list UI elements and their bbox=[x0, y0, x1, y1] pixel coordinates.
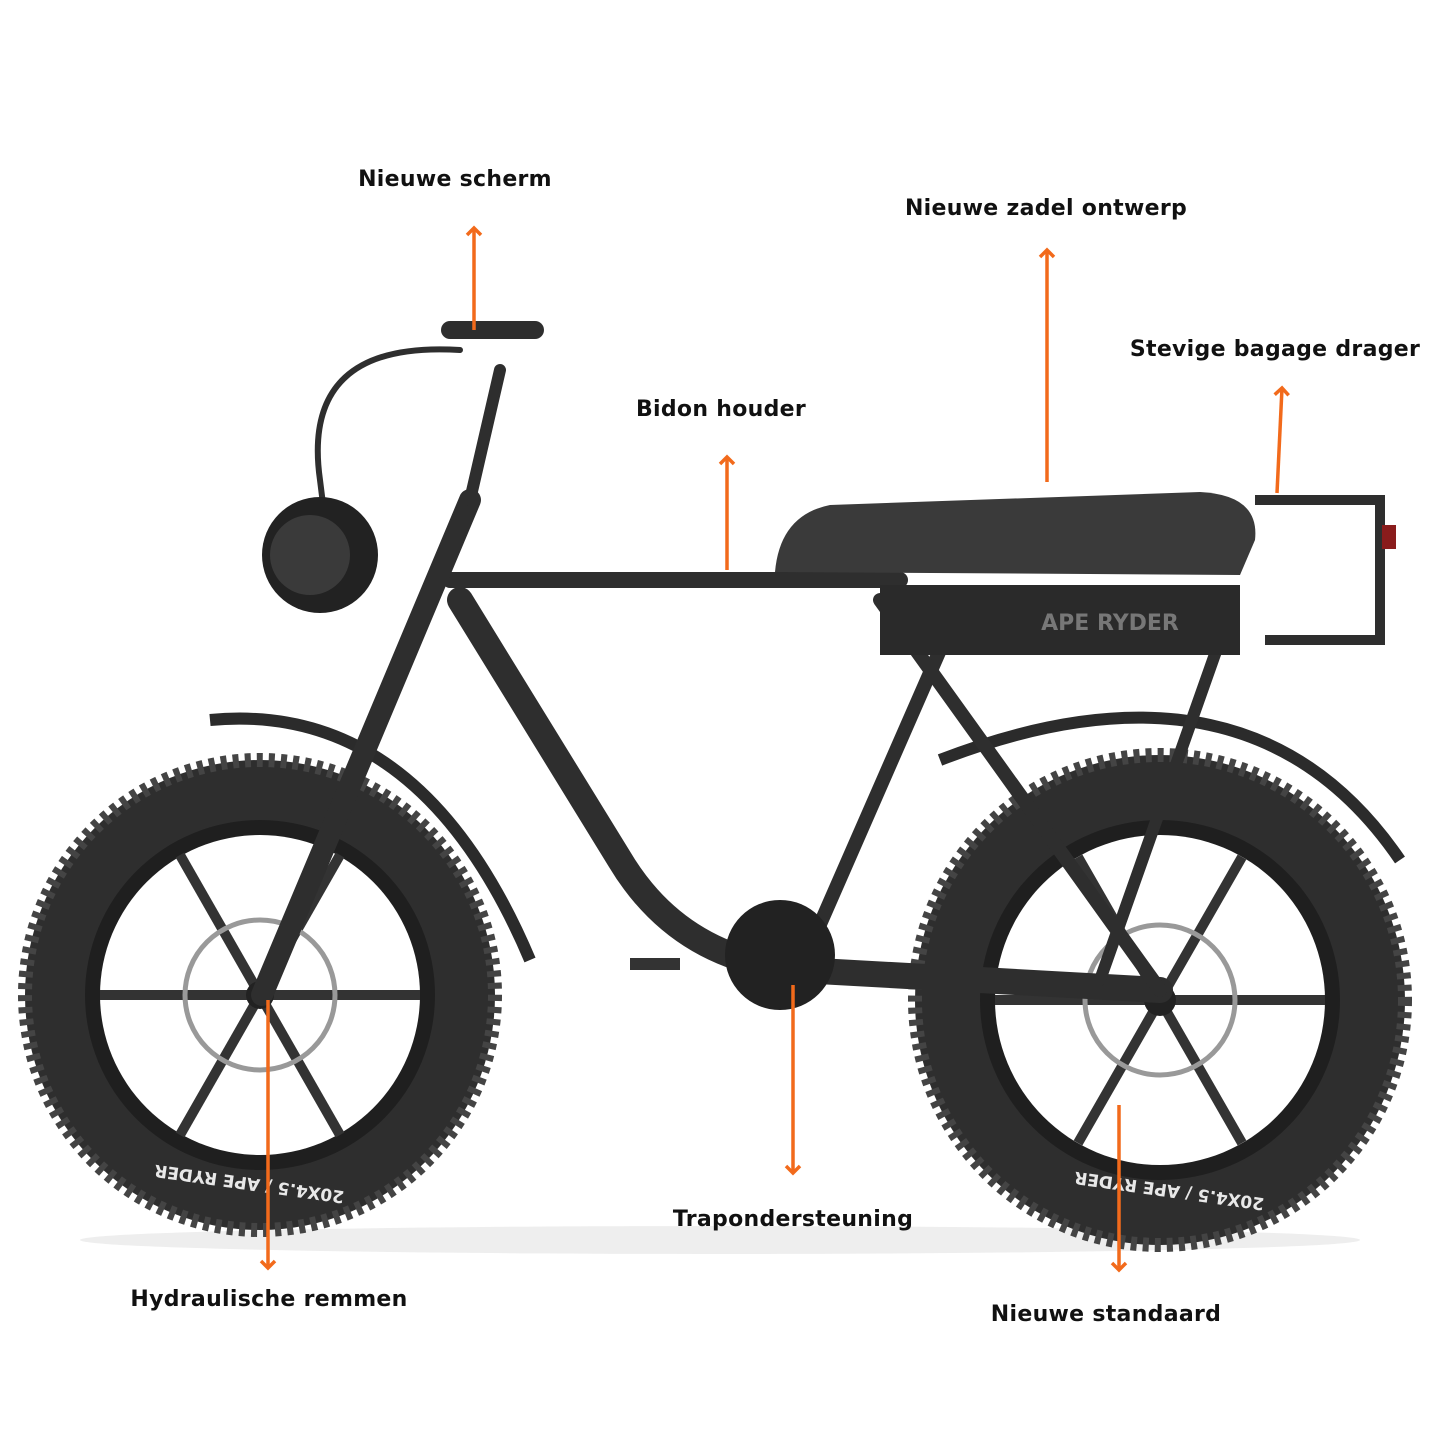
label-saddle: Nieuwe zadel ontwerp bbox=[904, 196, 1188, 221]
seat bbox=[775, 492, 1256, 575]
brand-logo: APE RYDER bbox=[1041, 611, 1179, 636]
chainring bbox=[725, 900, 835, 1010]
tail-light bbox=[1382, 525, 1396, 549]
label-kickstand: Nieuwe standaard bbox=[990, 1302, 1222, 1327]
frame bbox=[251, 321, 1226, 1006]
headlight-lens bbox=[270, 515, 350, 595]
label-bottle: Bidon houder bbox=[635, 397, 807, 422]
luggage-rack bbox=[1255, 495, 1385, 645]
label-rack: Stevige bagage drager bbox=[1129, 337, 1421, 362]
front-fender bbox=[209, 712, 536, 963]
battery-box bbox=[880, 585, 1240, 655]
label-screen: Nieuwe scherm bbox=[358, 167, 552, 192]
rear-fender bbox=[937, 711, 1405, 864]
label-pedal-assist: Trapondersteuning bbox=[672, 1207, 914, 1232]
label-brakes: Hydraulische remmen bbox=[130, 1287, 408, 1312]
ground-shadow bbox=[80, 1226, 1360, 1254]
arrow-rack bbox=[1273, 385, 1290, 494]
pedal bbox=[630, 958, 680, 970]
annotation-arrows bbox=[259, 225, 1290, 1273]
